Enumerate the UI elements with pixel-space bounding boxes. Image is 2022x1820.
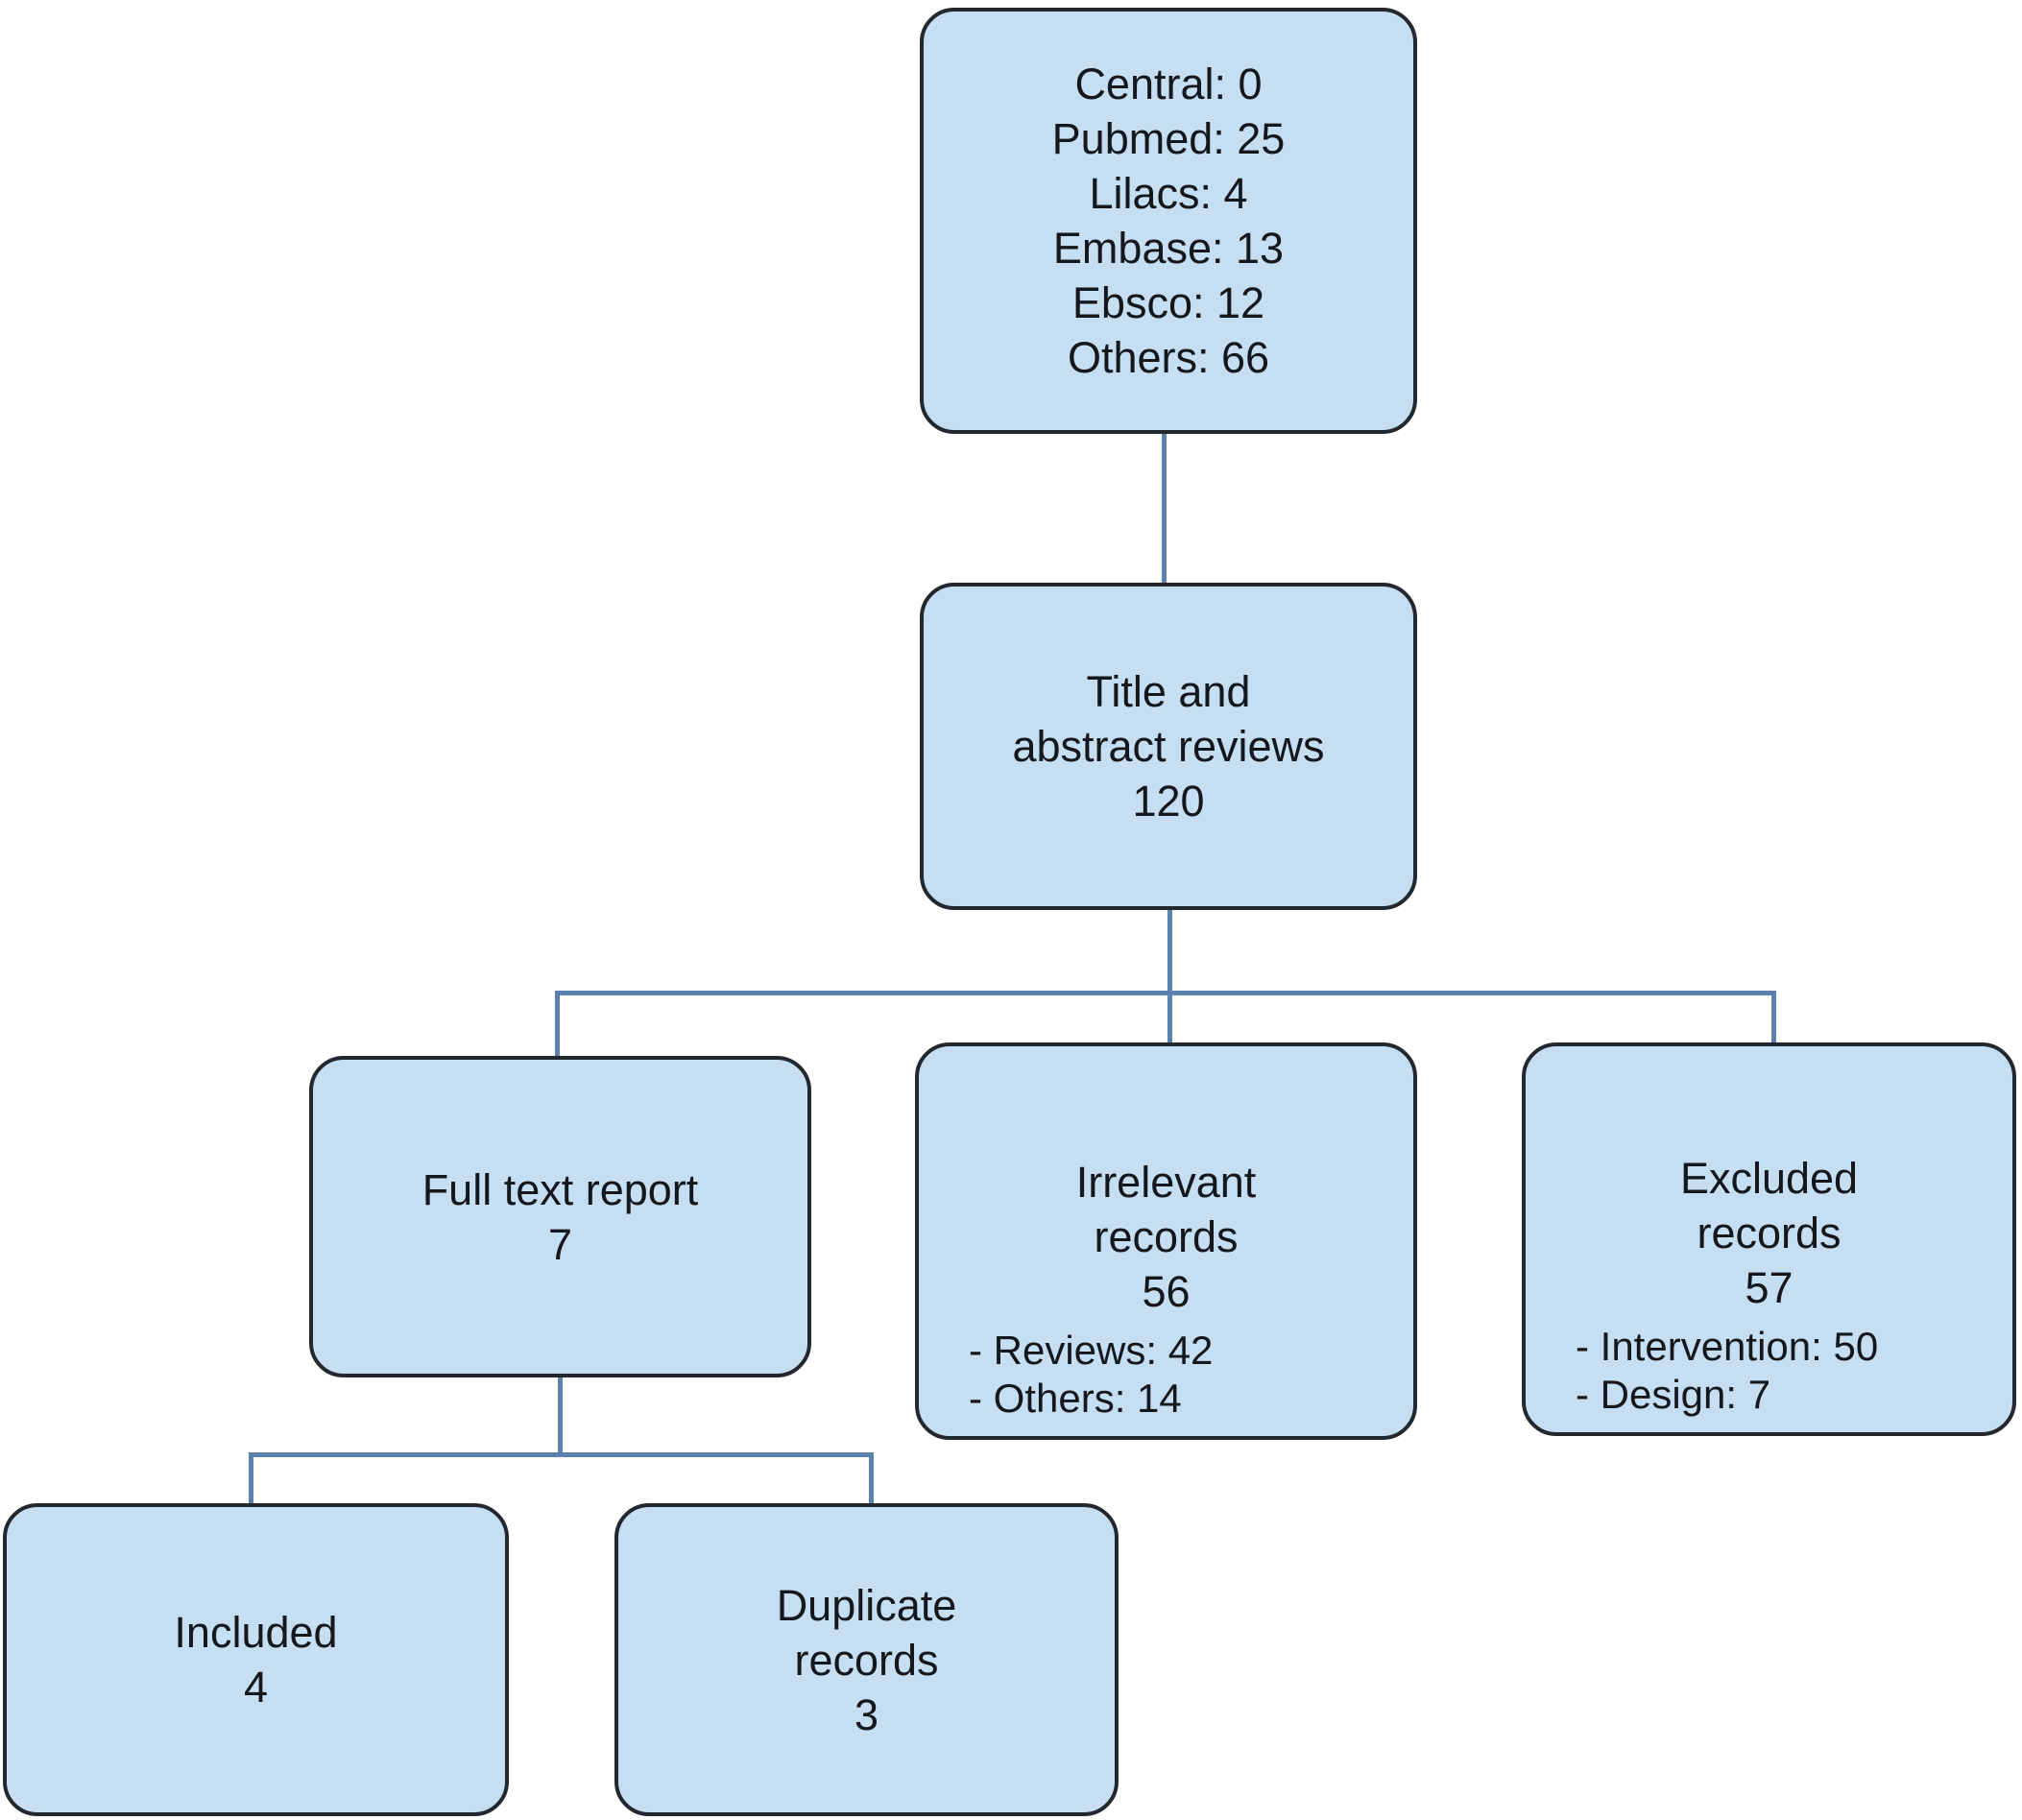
connector-drop-fulltext: [555, 991, 560, 1058]
connector-drop-included: [249, 1452, 253, 1505]
irrelevant-records-details: - Reviews: 42- Others: 14: [969, 1328, 1214, 1421]
connector-drop-excluded: [1771, 991, 1776, 1044]
connector-branch-horizontal: [555, 991, 1776, 995]
connector-branch2-horizontal: [249, 1452, 874, 1457]
connector-sources-to-title: [1162, 432, 1167, 586]
connector-fulltext-to-branch: [558, 1376, 563, 1456]
connector-drop-duplicate: [869, 1452, 874, 1505]
connector-title-to-branch: [1167, 908, 1172, 1044]
excluded-records-details: - Intervention: 50- Design: 7: [1576, 1324, 1879, 1417]
